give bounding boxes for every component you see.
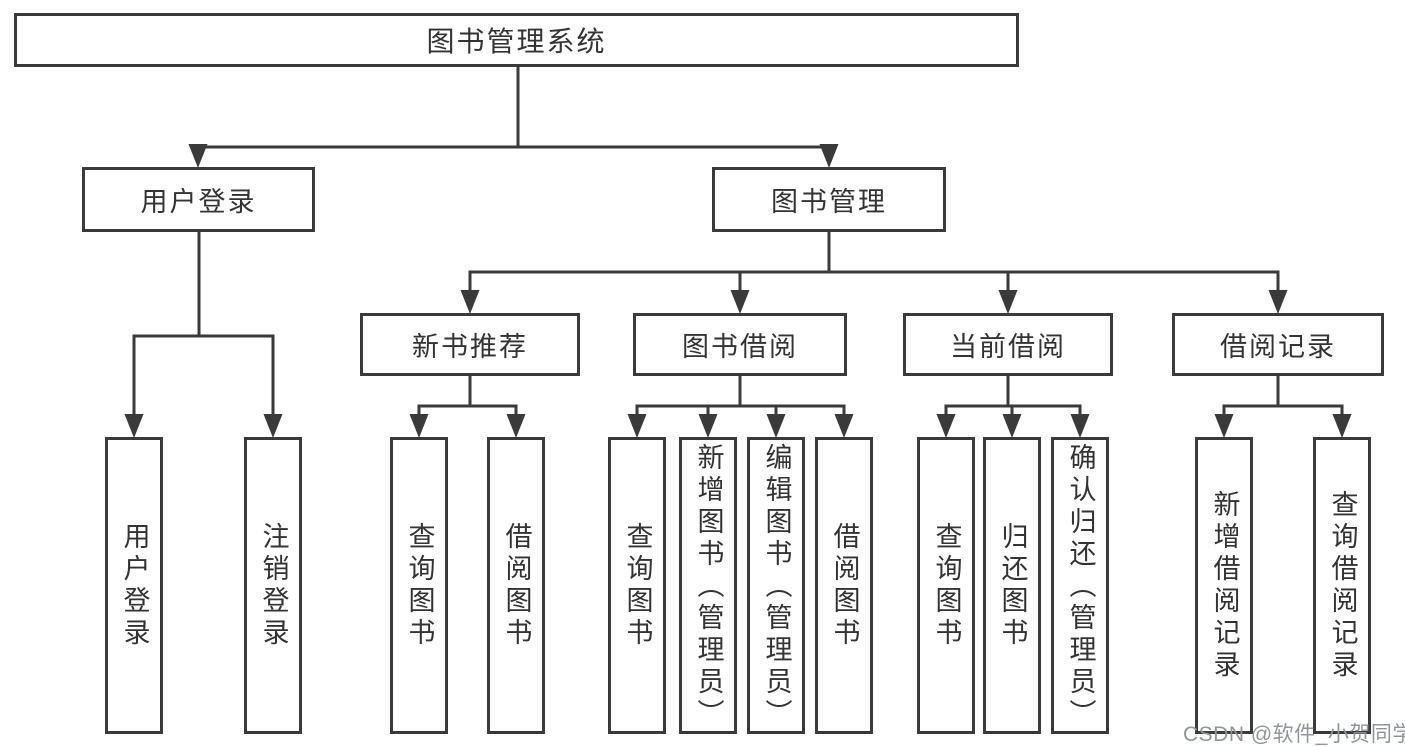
node-label: 用户登录 bbox=[140, 187, 257, 217]
leaf-borrow-books: 借阅图书 bbox=[815, 437, 873, 734]
node-borrow-records: 借阅记录 bbox=[1172, 313, 1384, 376]
leaf-add-book-admin: 新增图书（管理员） bbox=[679, 437, 737, 734]
arrowhead bbox=[188, 144, 208, 168]
leaf-label: 查询借阅记录 bbox=[1327, 489, 1358, 682]
arrowhead bbox=[766, 414, 786, 438]
arrowhead bbox=[1002, 414, 1022, 438]
node-label: 当前借阅 bbox=[950, 332, 1066, 362]
arrowhead bbox=[263, 414, 283, 438]
node-root: 图书管理系统 bbox=[14, 13, 1019, 67]
leaf-label: 注销登录 bbox=[258, 521, 289, 650]
leaf-label: 编辑图书（管理员） bbox=[761, 443, 792, 731]
leaf-label: 用户登录 bbox=[119, 521, 150, 650]
leaf-logout: 注销登录 bbox=[244, 437, 302, 734]
arrowhead bbox=[1268, 290, 1288, 314]
connector-root-to-level2 bbox=[196, 65, 831, 154]
node-current-borrow: 当前借阅 bbox=[903, 313, 1113, 376]
arrowhead bbox=[627, 414, 647, 438]
connector-book-borrow-to-leaves bbox=[635, 374, 846, 426]
node-label: 图书借阅 bbox=[682, 332, 798, 362]
leaf-label: 查询图书 bbox=[622, 521, 653, 650]
node-label: 图书管理 bbox=[771, 187, 887, 217]
node-root-label: 图书管理系统 bbox=[426, 26, 607, 57]
arrowhead bbox=[1070, 414, 1090, 438]
leaf-label: 归还图书 bbox=[997, 521, 1028, 650]
arrowhead bbox=[1214, 414, 1234, 438]
arrowhead bbox=[998, 290, 1018, 314]
arrowhead bbox=[460, 290, 480, 314]
leaf-label: 查询图书 bbox=[404, 521, 435, 650]
leaf-return-book: 归还图书 bbox=[983, 437, 1041, 734]
leaf-query-borrow-record: 查询借阅记录 bbox=[1313, 437, 1371, 734]
leaf-label: 查询图书 bbox=[931, 521, 962, 650]
arrowhead bbox=[834, 414, 854, 438]
node-user-login: 用户登录 bbox=[82, 167, 315, 232]
leaf-label: 借阅图书 bbox=[829, 521, 860, 650]
arrowhead bbox=[506, 414, 526, 438]
arrowhead bbox=[819, 144, 839, 168]
connector-book-management-to-level3 bbox=[468, 230, 1280, 300]
leaf-user-login: 用户登录 bbox=[105, 437, 163, 734]
leaf-edit-book-admin: 编辑图书（管理员） bbox=[747, 437, 805, 734]
arrowhead bbox=[730, 290, 750, 314]
leaf-label: 确认归还（管理员） bbox=[1065, 443, 1096, 731]
arrowhead bbox=[698, 414, 718, 438]
node-new-book-recommend: 新书推荐 bbox=[360, 313, 580, 376]
node-label: 借阅记录 bbox=[1220, 332, 1336, 362]
node-book-management: 图书管理 bbox=[712, 167, 946, 232]
arrowhead bbox=[1332, 414, 1352, 438]
leaf-label: 借阅图书 bbox=[501, 521, 532, 650]
arrowhead bbox=[409, 414, 429, 438]
leaf-query-books-borrow: 查询图书 bbox=[608, 437, 666, 734]
leaf-label: 新增图书（管理员） bbox=[693, 443, 724, 731]
node-book-borrow: 图书借阅 bbox=[633, 313, 847, 376]
arrowhead bbox=[936, 414, 956, 438]
connector-new-book-to-leaves bbox=[417, 374, 518, 426]
leaf-query-books-recommend: 查询图书 bbox=[390, 437, 448, 734]
leaf-borrow-books-recommend: 借阅图书 bbox=[487, 437, 545, 734]
arrowheads bbox=[124, 144, 1352, 438]
arrowhead bbox=[124, 414, 144, 438]
leaf-confirm-return-admin: 确认归还（管理员） bbox=[1051, 437, 1109, 734]
connector-user-login-to-leaves bbox=[132, 230, 275, 426]
connector-borrow-records-to-leaves bbox=[1222, 374, 1344, 426]
leaf-label: 新增借阅记录 bbox=[1209, 489, 1240, 682]
leaf-add-borrow-record: 新增借阅记录 bbox=[1195, 437, 1253, 734]
node-label: 新书推荐 bbox=[412, 332, 528, 362]
csdn-watermark: CSDN @软件_小贺同学 bbox=[1183, 723, 1405, 746]
leaf-query-books-current: 查询图书 bbox=[917, 437, 975, 734]
